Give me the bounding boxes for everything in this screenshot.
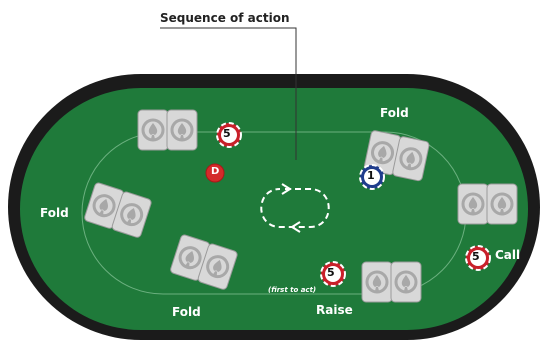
chip-value-bottom-right: 5 [327,266,335,279]
first-to-act-note: (first to act) [268,286,317,294]
action-direction-arrows [260,188,330,228]
chip-right [465,245,491,271]
action-label-bottom-left: Fold [172,305,201,319]
action-label-left: Fold [40,206,69,220]
action-label-top-right: Fold [380,106,409,120]
chip-top-right [359,164,385,190]
action-label-bottom-right: Raise [316,303,353,317]
diagram-title: Sequence of action [160,11,290,25]
cards-right [458,184,517,224]
chip-value-top-left: 5 [223,127,231,140]
cards-bottom-right [362,262,421,302]
dealer-button [205,163,225,183]
arrow-head-right [281,183,292,195]
chip-value-right: 5 [472,250,480,263]
cards-top-left [138,110,197,150]
chip-value-top-right: 1 [367,169,375,182]
chip-bottom-right [320,261,346,287]
action-label-right: Call [495,248,521,262]
arrow-head-left [290,221,301,233]
chip-top-left [216,122,242,148]
title-connector [160,27,297,160]
dealer-button-label: D [211,166,220,177]
